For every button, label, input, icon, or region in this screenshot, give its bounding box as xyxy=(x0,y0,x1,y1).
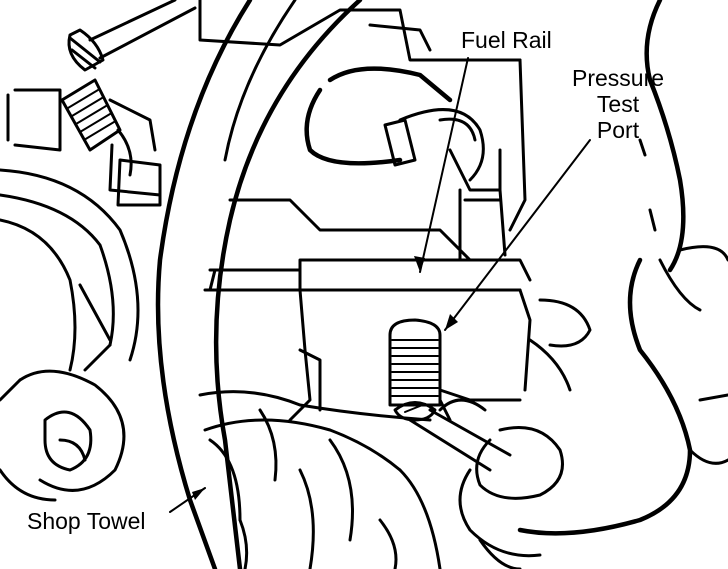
left-bracket xyxy=(116,158,162,207)
threaded-fitting-left xyxy=(6,78,162,197)
pressure-port-leader xyxy=(444,139,591,331)
pressure-test-port-label: Pressure Test Port xyxy=(572,65,664,143)
left-housing xyxy=(0,168,140,502)
fuel-rail-leader xyxy=(419,57,469,273)
tool-shaft xyxy=(408,398,512,472)
upper-engine-block xyxy=(198,0,532,292)
pressure-label-line-1: Pressure xyxy=(572,65,665,91)
fuel-rail xyxy=(304,66,507,262)
top-left-hose xyxy=(67,0,197,72)
pressure-test-port xyxy=(388,318,442,422)
large-curved-hose xyxy=(155,0,363,569)
shop-towel-arrowhead xyxy=(192,488,205,500)
pressure-port-arrowhead xyxy=(445,314,458,330)
fuel-rail-label: Fuel Rail xyxy=(461,27,552,53)
pressure-label-line-2: Test xyxy=(596,91,640,117)
leader-lines xyxy=(169,57,591,513)
pressure-label-line-3: Port xyxy=(596,117,640,143)
lower-engine-block xyxy=(203,288,532,422)
hand xyxy=(458,0,728,569)
shop-towel-label: Shop Towel xyxy=(27,508,146,534)
fuel-rail-arrowhead xyxy=(414,256,425,272)
shop-towel xyxy=(198,390,442,569)
